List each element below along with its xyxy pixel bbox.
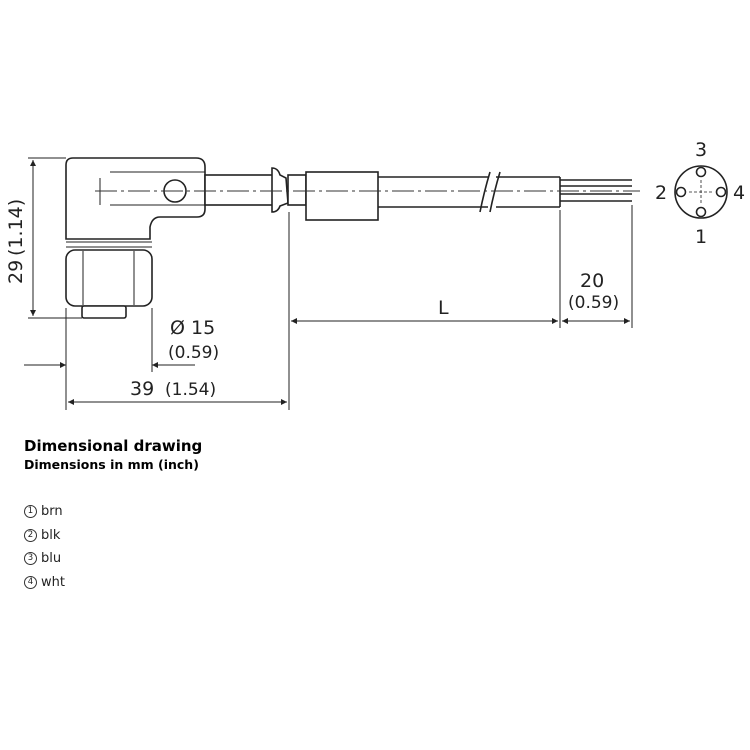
- pin-label-3: 3: [695, 139, 707, 161]
- legend-number: 2: [24, 528, 37, 542]
- caption-title: Dimensional drawing: [24, 437, 203, 455]
- legend-number: 3: [24, 552, 37, 566]
- height-inch-value: (1.14): [5, 199, 27, 256]
- connector-housing: [65, 157, 206, 240]
- legend-label: blk: [41, 527, 61, 543]
- dimensional-drawing: 29 (1.14) Ø 15 (0.59) 39 (1.54) L 20 (0.…: [5, 139, 745, 410]
- legend-item: 2 blk: [24, 524, 65, 548]
- pin-label-4: 4: [733, 182, 745, 204]
- wire-color-legend: 1 brn 2 blk 3 blu 4 wht: [24, 500, 65, 594]
- legend-item: 3 blu: [24, 547, 65, 571]
- cable: [378, 171, 632, 213]
- height-value: 29: [5, 260, 27, 284]
- caption-subtitle: Dimensions in mm (inch): [24, 457, 199, 472]
- legend-item: 4 wht: [24, 571, 65, 595]
- pin-3: [695, 166, 707, 178]
- legend-item: 1 brn: [24, 500, 65, 524]
- length-inch-value: (1.54): [165, 380, 216, 400]
- legend-number: 4: [24, 575, 37, 589]
- pin-label-1: 1: [695, 226, 707, 248]
- diameter-value: Ø 15: [170, 317, 215, 339]
- legend-label: blu: [41, 551, 62, 566]
- caption: Dimensional drawing Dimensions in mm (in…: [24, 436, 202, 473]
- cable-length-label: L: [438, 297, 449, 319]
- legend-number: 1: [24, 505, 37, 519]
- diameter-inch-value: (0.59): [168, 343, 219, 363]
- strip-inch-value: (0.59): [568, 293, 619, 313]
- legend-label: wht: [41, 574, 65, 590]
- strip-value: 20: [580, 270, 604, 292]
- pin-face: [674, 165, 728, 219]
- pin-4: [715, 186, 727, 198]
- length-value: 39: [130, 378, 154, 400]
- pin-1: [695, 206, 707, 218]
- pin-2: [675, 186, 687, 198]
- strain-relief: [204, 167, 379, 221]
- knurled-nut: [65, 241, 153, 319]
- pin-label-2: 2: [655, 182, 667, 204]
- legend-label: brn: [41, 504, 63, 519]
